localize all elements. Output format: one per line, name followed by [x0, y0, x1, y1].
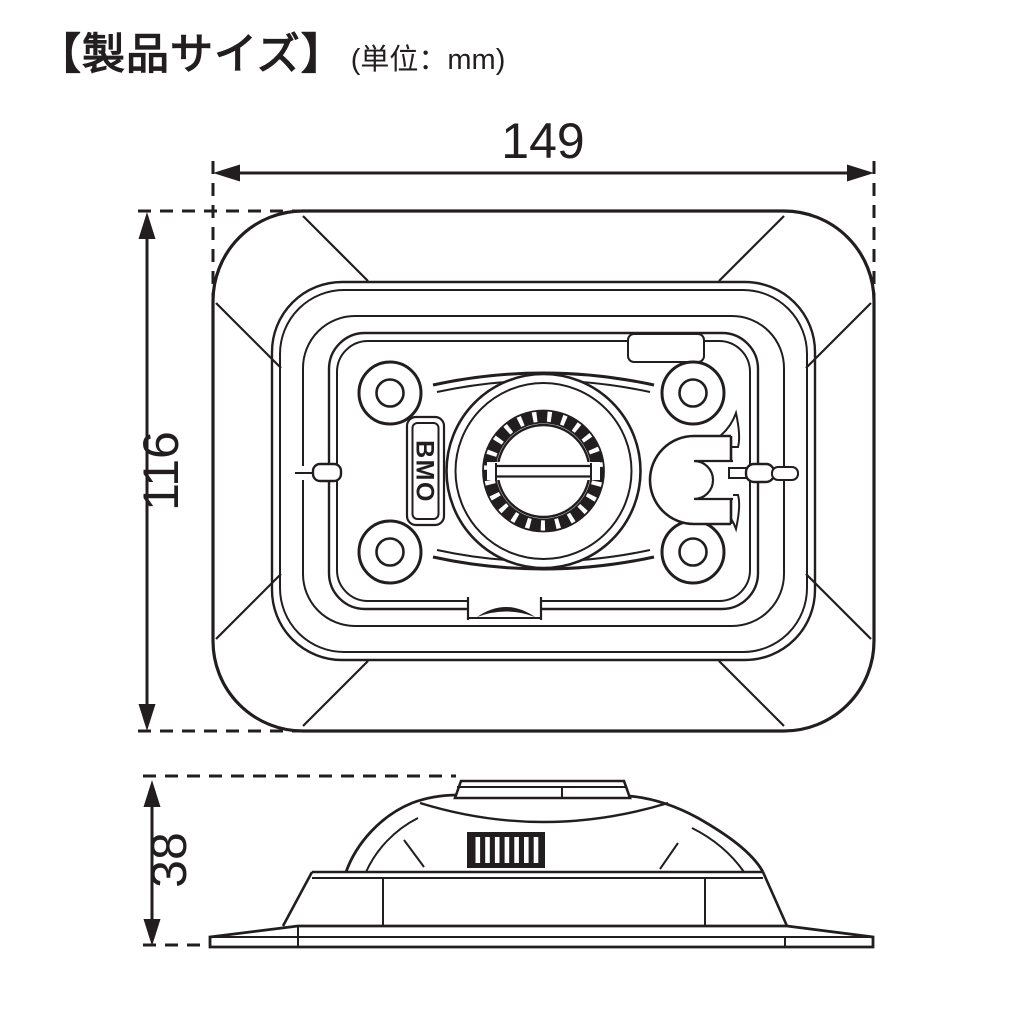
- dome: [344, 793, 765, 873]
- lever-pin: [744, 462, 776, 484]
- arrow-down-icon: [143, 919, 161, 946]
- left-tab: [295, 462, 343, 483]
- top-view-drawing: BMO: [211, 209, 876, 733]
- arrow-up-icon: [138, 212, 156, 239]
- page-title: 【製品サイズ】: [38, 31, 345, 79]
- lever-u-outer: [648, 434, 731, 526]
- dimension-width: 149: [211, 113, 876, 312]
- plateau-contour-outer: [270, 280, 817, 662]
- dimension-depth: 38: [141, 774, 456, 947]
- dimension-depth-value: 38: [141, 832, 197, 888]
- dimension-height-value: 116: [133, 431, 189, 511]
- side-view-drawing: [208, 779, 875, 949]
- arrow-up-icon: [143, 780, 161, 807]
- screw-bosses: [357, 360, 726, 585]
- lever-u-slot: [693, 459, 733, 501]
- center-knob: [445, 372, 642, 570]
- ribbed-grip: [467, 832, 545, 868]
- dimension-height: 116: [133, 209, 301, 733]
- recess-step: [627, 333, 705, 363]
- unit-label: (単位：mm): [350, 44, 506, 76]
- mid-tier: [281, 870, 789, 927]
- bottom-notch: [466, 597, 543, 620]
- plateau-contour-pair: [279, 289, 808, 653]
- logo-text: BMO: [411, 440, 439, 503]
- lock-lever: [648, 409, 799, 533]
- lever-pin-tip: [771, 466, 799, 481]
- page-header: 【製品サイズ】(単位：mm): [38, 20, 505, 82]
- corner-bevels: [215, 215, 872, 727]
- logo-plate: BMO: [405, 415, 446, 527]
- arrow-right-icon: [847, 164, 874, 182]
- top-cap: [453, 779, 632, 800]
- arrow-left-icon: [213, 164, 240, 182]
- arrow-down-icon: [138, 704, 156, 731]
- clamp-shoe: [477, 607, 535, 617]
- dimension-width-value: 149: [501, 113, 584, 169]
